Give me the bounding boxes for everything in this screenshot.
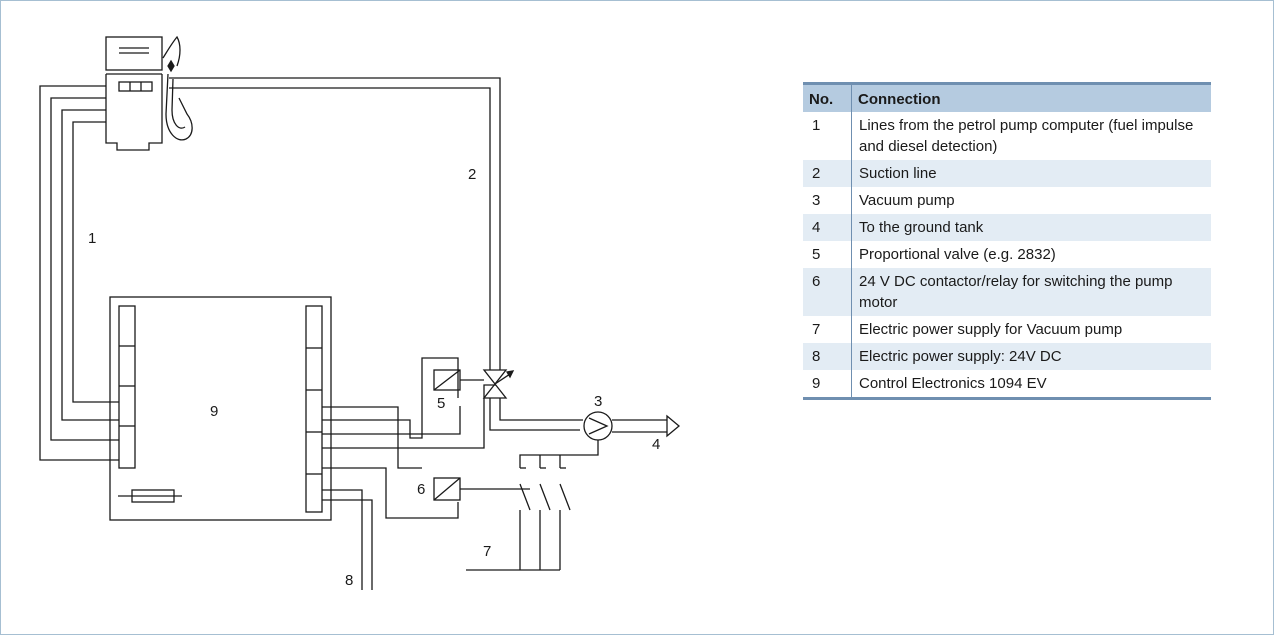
table-row: 6 24 V DC contactor/relay for switching … <box>803 268 1211 316</box>
legend-number: 5 <box>803 241 852 268</box>
legend-number: 7 <box>803 316 852 343</box>
contactor-relay <box>433 477 571 571</box>
legend-number: 1 <box>803 112 852 160</box>
suction-line <box>169 77 501 370</box>
legend-header-connection: Connection <box>858 90 941 108</box>
legend-connection: Vacuum pump <box>859 192 955 209</box>
vacuum-pump <box>519 411 681 469</box>
table-row: 8 Electric power supply: 24V DC <box>803 343 1211 370</box>
legend-connection: Electric power supply: 24V DC <box>859 348 1062 365</box>
label-8: 8 <box>345 572 353 589</box>
legend-connection: 24 V DC contactor/relay for switching th… <box>859 273 1173 311</box>
label-1: 1 <box>88 230 96 247</box>
connection-diagram: 1 2 3 4 5 6 7 8 9 <box>39 35 681 590</box>
label-5: 5 <box>437 395 445 412</box>
label-3: 3 <box>594 393 602 410</box>
legend-header-row: No. Connection <box>803 83 1211 112</box>
legend-connection: Suction line <box>859 165 937 182</box>
label-7: 7 <box>483 543 491 560</box>
lines-from-pump-computer <box>39 85 119 461</box>
power-supply-24v <box>322 489 373 590</box>
legend-number: 3 <box>803 187 852 214</box>
legend-connection: Control Electronics 1094 EV <box>859 375 1047 392</box>
legend-number: 9 <box>803 370 852 399</box>
label-2: 2 <box>468 166 476 183</box>
petrol-pump-icon <box>105 35 193 151</box>
table-row: 5 Proportional valve (e.g. 2832) <box>803 241 1211 268</box>
table-row: 9 Control Electronics 1094 EV <box>803 370 1211 399</box>
legend-connection: Lines from the petrol pump computer (fue… <box>859 117 1194 155</box>
legend-connection: Electric power supply for Vacuum pump <box>859 321 1123 338</box>
table-row: 3 Vacuum pump <box>803 187 1211 214</box>
control-wires <box>322 357 496 519</box>
legend-number: 6 <box>803 268 852 316</box>
legend-number: 4 <box>803 214 852 241</box>
connection-legend-table: No. Connection 1 Lines from the petrol p… <box>803 82 1211 400</box>
label-4: 4 <box>652 436 660 453</box>
proportional-valve <box>433 369 583 431</box>
legend-number: 8 <box>803 343 852 370</box>
table-row: 4 To the ground tank <box>803 214 1211 241</box>
table-row: 1 Lines from the petrol pump computer (f… <box>803 112 1211 160</box>
table-row: 2 Suction line <box>803 160 1211 187</box>
legend-header-number: No. <box>803 83 852 112</box>
label-9: 9 <box>210 403 218 420</box>
label-6: 6 <box>417 481 425 498</box>
legend-connection: Proportional valve (e.g. 2832) <box>859 246 1056 263</box>
legend-number: 2 <box>803 160 852 187</box>
legend-connection: To the ground tank <box>859 219 984 236</box>
table-row: 7 Electric power supply for Vacuum pump <box>803 316 1211 343</box>
control-electronics <box>109 296 332 521</box>
